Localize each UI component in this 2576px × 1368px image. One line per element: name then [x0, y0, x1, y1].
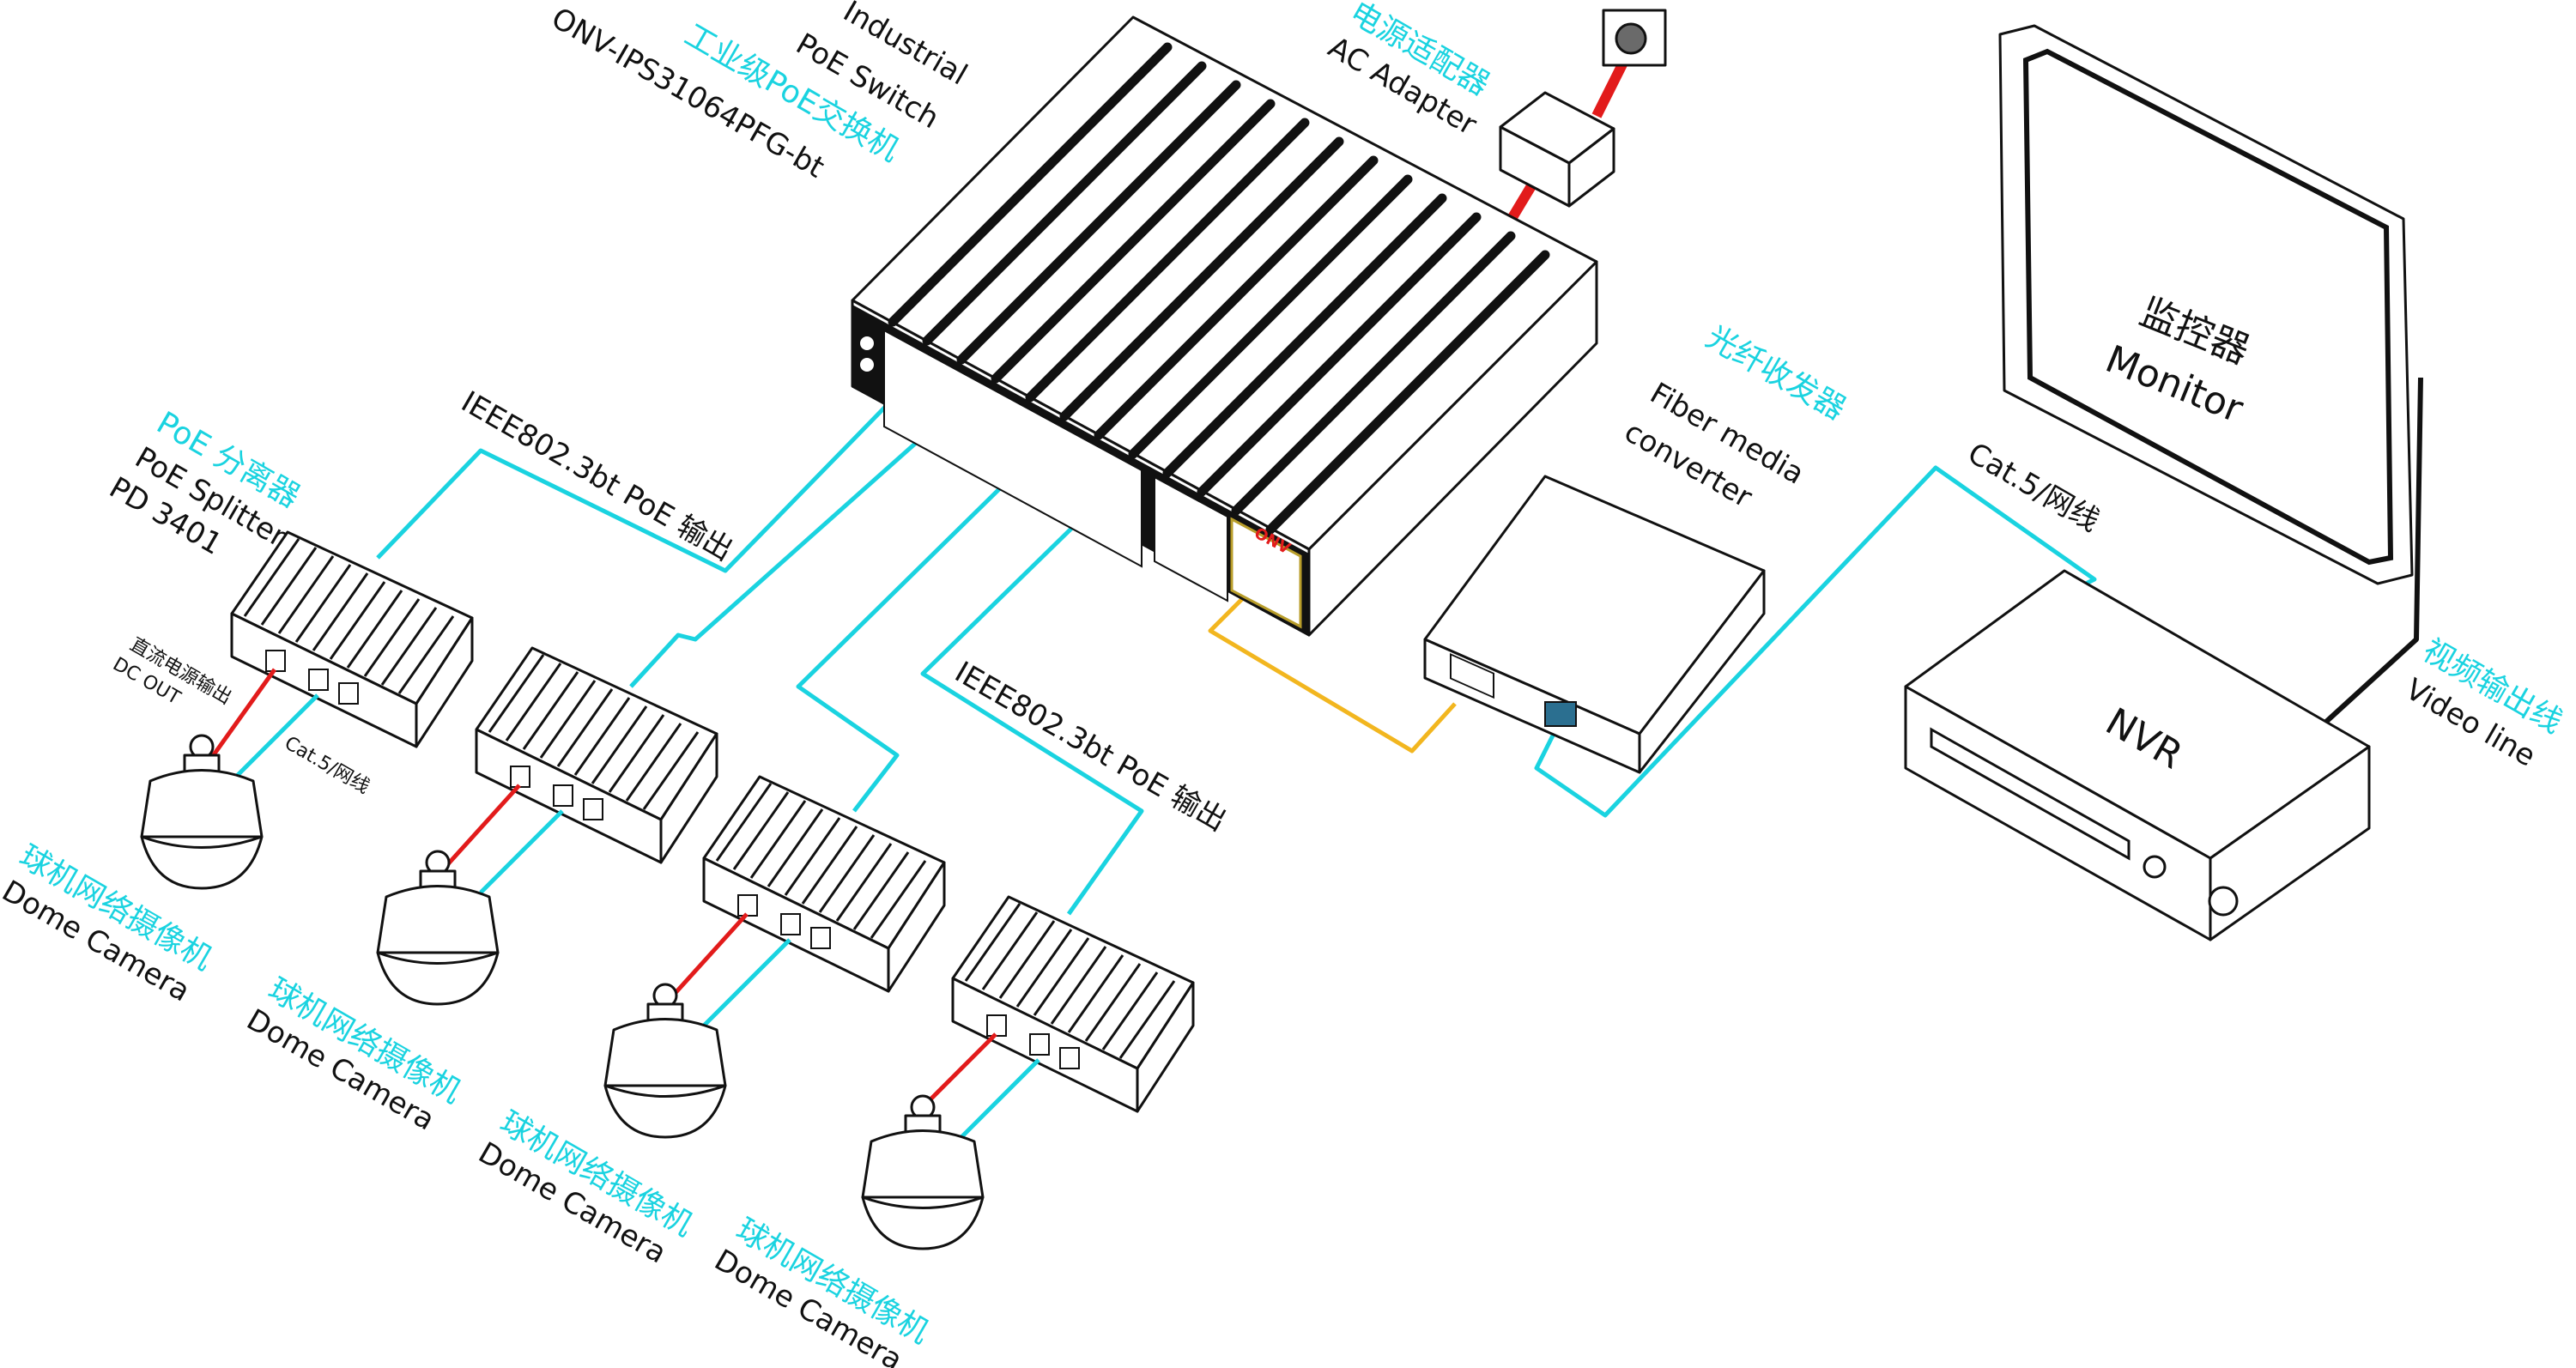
poe-splitter-1 [230, 530, 474, 748]
rj45-port-icon [780, 913, 801, 935]
dome-camera-4 [861, 1094, 985, 1250]
cat5-top-label: Cat.5/网线 [1962, 436, 2106, 539]
nvr-recorder: NVR [1904, 569, 2371, 941]
dc-out-port-icon [737, 894, 758, 917]
poe-output-label-2: IEEE802.3bt PoE 输出 [949, 655, 1233, 838]
dc-out-port-icon [986, 1014, 1007, 1037]
cat5-cable-nvr [1534, 465, 2097, 818]
poe-cable-2 [629, 393, 972, 688]
dc-out-port-icon [510, 766, 530, 788]
nvr-dial-icon [2208, 886, 2239, 917]
rj45-port-icon [553, 784, 573, 807]
poe-splitter-2 [475, 646, 718, 864]
rj45-port-icon [583, 798, 603, 820]
splitter-cat5-label: Cat.5/网线 [281, 733, 373, 799]
plug-icon [1615, 22, 1647, 55]
camera-cables [208, 668, 1040, 1147]
rj45-port-icon [338, 682, 359, 705]
dome-camera-3 [603, 983, 727, 1139]
poe-splitter-3 [702, 775, 946, 993]
poe-switch: ONV [851, 15, 1598, 637]
status-led-icon [860, 358, 874, 372]
dc-out-port-icon [265, 650, 286, 672]
ac-adapter [1499, 91, 1615, 208]
nvr-button-icon [2143, 855, 2167, 879]
sfp-port-panel [1230, 517, 1302, 629]
rj45-port-icon [810, 927, 831, 949]
poe-cable-3 [796, 436, 1053, 813]
monitor: 监控器 Monitor [1998, 24, 2414, 585]
cables [376, 53, 2423, 916]
poe-cable-1 [376, 393, 899, 573]
dome-camera-2 [376, 850, 500, 1006]
camera-dome-icon [861, 1195, 985, 1250]
poe-splitter-4 [951, 895, 1195, 1113]
video-output-cable [2315, 377, 2423, 732]
dome-camera-1 [140, 734, 264, 890]
rj45-port-icon [1029, 1033, 1050, 1056]
wall-socket [1602, 9, 1667, 67]
switch-heatsink-fins [888, 42, 1550, 535]
rj45-port-icon [1544, 701, 1577, 727]
fiber-media-converter [1423, 475, 1766, 774]
camera-dome-icon [376, 951, 500, 1006]
camera-dome-icon [603, 1084, 727, 1139]
camera-dome-icon [140, 835, 264, 890]
rj45-port-icon [308, 669, 329, 691]
rj45-port-icon [1059, 1047, 1080, 1069]
poe-cable-4 [920, 487, 1144, 916]
power-led-icon [860, 336, 874, 350]
poe-output-label-1: IEEE802.3bt PoE 输出 [456, 384, 739, 568]
fiber-cable [1208, 590, 1457, 754]
